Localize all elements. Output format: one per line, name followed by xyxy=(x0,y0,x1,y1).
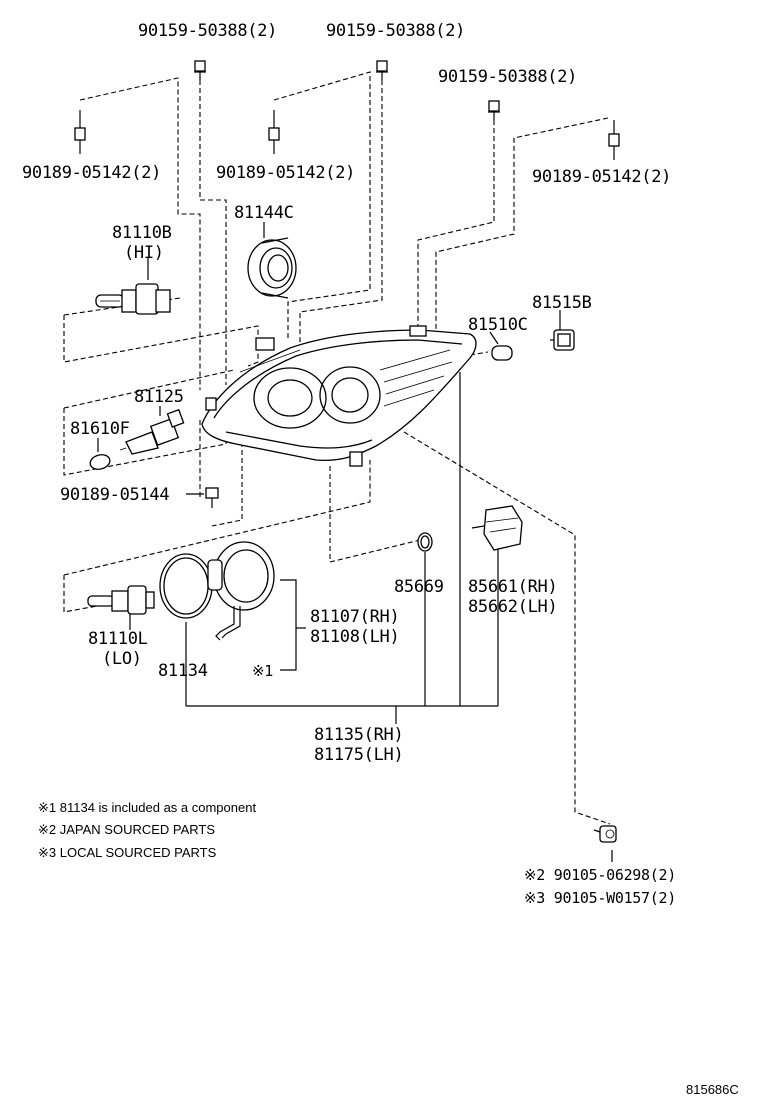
bottom-screw-icon[interactable] xyxy=(593,825,617,843)
lo-beam-bulb-icon[interactable] xyxy=(87,585,155,615)
label-bottom-screw-jp: ※2 90105-06298(2) xyxy=(524,866,676,884)
label-hi-bulb: 81110B xyxy=(112,223,172,243)
label-socket: 81125 xyxy=(134,387,184,407)
label-ballast-note-ref: ※1 xyxy=(252,662,273,680)
label-screw-mid: 90189-05142(2) xyxy=(216,163,355,183)
note-3: ※3 LOCAL SOURCED PARTS xyxy=(38,845,217,860)
label-bolt-top-mid: 90159-50388(2) xyxy=(326,21,465,41)
front-bulb-icon[interactable] xyxy=(550,329,575,351)
label-screw-left: 90189-05142(2) xyxy=(22,163,161,183)
label-gasket: 81134 xyxy=(158,661,208,681)
bolt-top-right-icon[interactable] xyxy=(488,100,500,120)
label-hi-tag: (HI) xyxy=(124,243,164,263)
label-bottom-screw-local: ※3 90105-W0157(2) xyxy=(524,889,676,907)
label-bolt-top-left: 90159-50388(2) xyxy=(138,21,277,41)
label-lo-tag: (LO) xyxy=(102,649,142,669)
label-front-bulb: 81515B xyxy=(532,293,592,313)
note-1: ※1 81134 is included as a component xyxy=(38,800,256,815)
headlamp-cap-icon[interactable] xyxy=(247,237,297,299)
label-actuator-rh: 85661(RH) xyxy=(468,577,557,597)
screw-lower-icon[interactable] xyxy=(205,487,219,508)
headlamp-housing-icon[interactable] xyxy=(201,325,477,467)
note-2: ※2 JAPAN SOURCED PARTS xyxy=(38,822,215,837)
screw-left-icon[interactable] xyxy=(74,110,86,154)
label-screw-lower: 90189-05144 xyxy=(60,485,169,505)
label-assy-rh: 81135(RH) xyxy=(314,725,403,745)
label-side-bulb: 81610F xyxy=(70,419,130,439)
footnotes: ※1 81134 is included as a component ※2 J… xyxy=(38,800,256,860)
o-ring-icon[interactable] xyxy=(417,532,433,552)
label-lo-bulb: 81110L xyxy=(88,629,148,649)
bolt-top-mid-icon[interactable] xyxy=(376,60,388,80)
label-screw-right: 90189-05142(2) xyxy=(532,167,671,187)
bolt-top-left-icon[interactable] xyxy=(194,60,206,80)
side-marker-bulb-icon[interactable] xyxy=(89,453,112,472)
diagram-code: 815686C xyxy=(686,1082,739,1097)
screw-right-icon[interactable] xyxy=(608,120,620,160)
hi-beam-bulb-icon[interactable] xyxy=(95,283,171,315)
label-bolt-top-right: 90159-50388(2) xyxy=(438,67,577,87)
leveling-actuator-icon[interactable] xyxy=(471,505,523,551)
label-o-ring: 85669 xyxy=(394,577,444,597)
label-ballast-rh: 81107(RH) xyxy=(310,607,399,627)
bulb-socket-icon[interactable] xyxy=(119,408,185,455)
label-assy-lh: 81175(LH) xyxy=(314,745,403,765)
label-front-socket: 81510C xyxy=(468,315,528,335)
front-bulb-socket-icon[interactable] xyxy=(491,345,513,361)
label-cap: 81144C xyxy=(234,203,294,223)
leader-lines xyxy=(63,71,613,862)
screw-mid-icon[interactable] xyxy=(268,110,280,154)
label-actuator-lh: 85662(LH) xyxy=(468,597,557,617)
gasket-ring-icon[interactable] xyxy=(159,553,213,619)
label-ballast-lh: 81108(LH) xyxy=(310,627,399,647)
ballast-unit-icon[interactable] xyxy=(207,541,275,641)
part-labels: 90159-50388(2) 90159-50388(2) 90159-5038… xyxy=(22,21,676,907)
